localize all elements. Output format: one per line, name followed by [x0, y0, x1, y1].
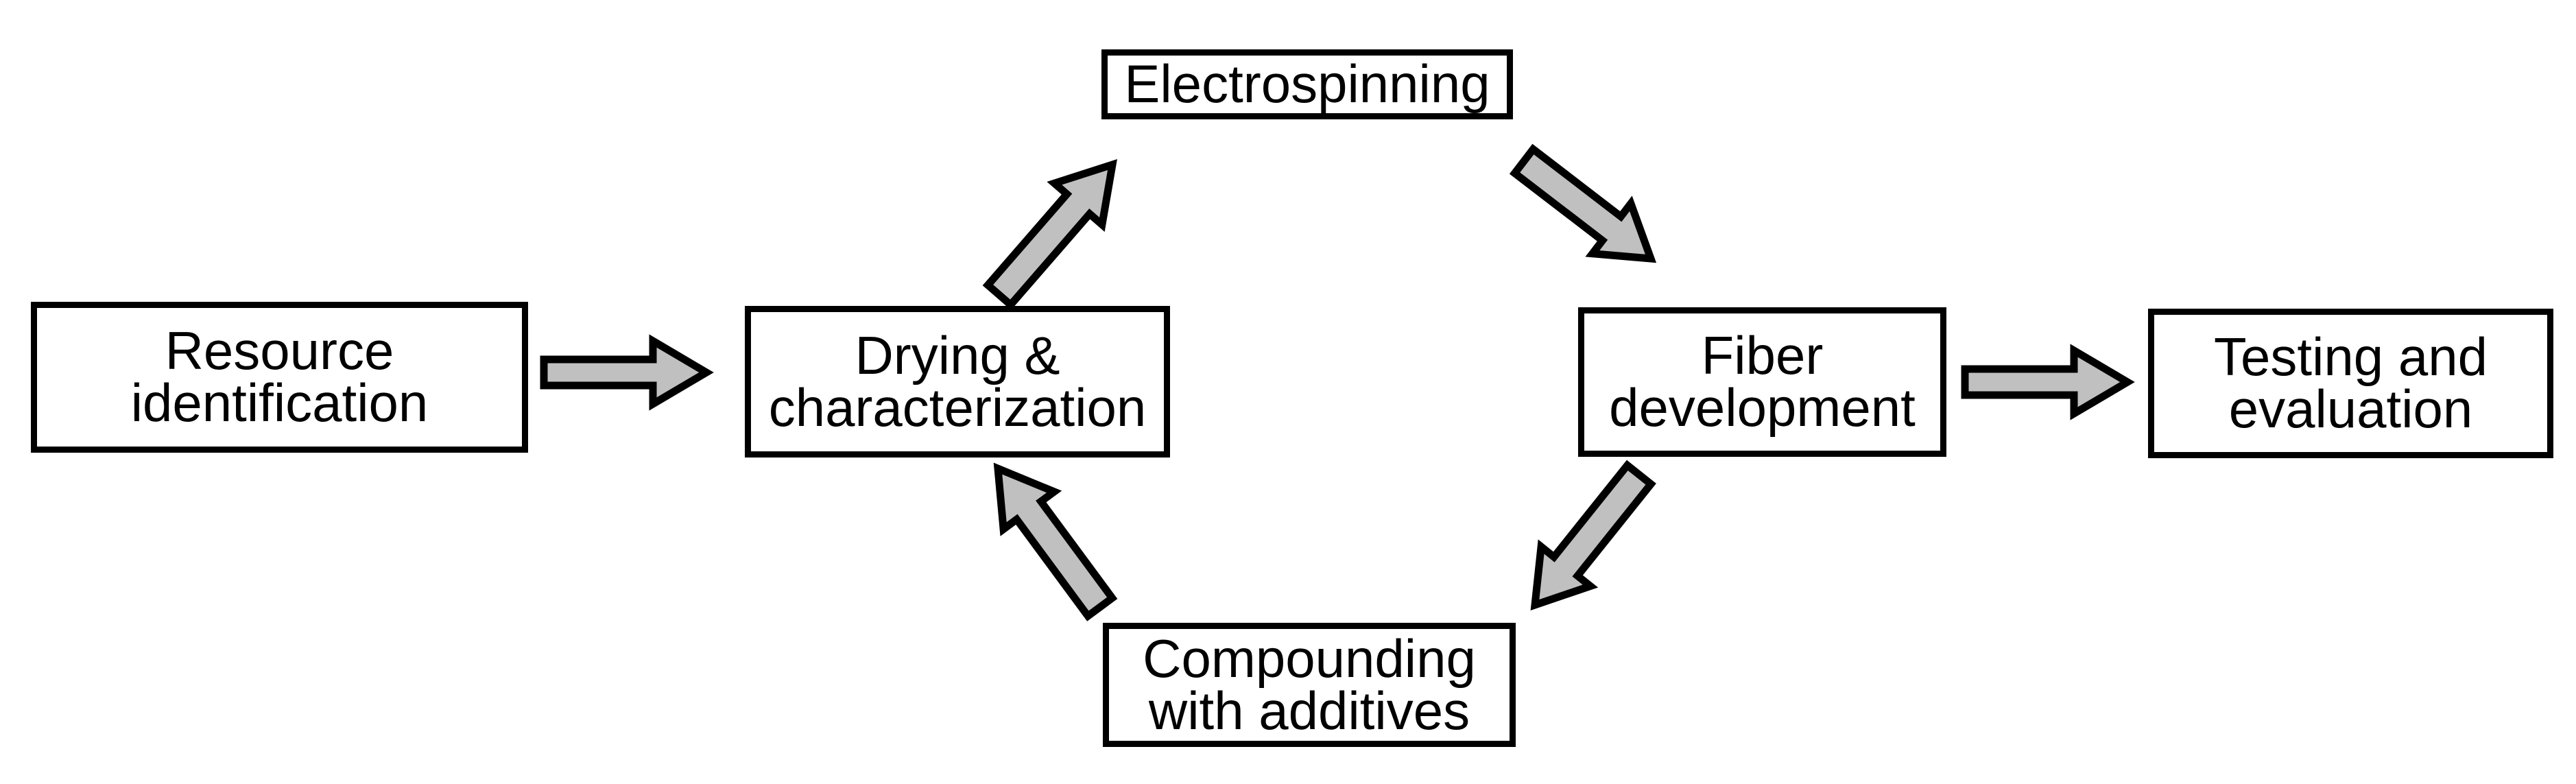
arrow-resource-to-drying	[540, 334, 714, 411]
arrow-fiber-to-testing	[1961, 344, 2135, 420]
node-label-resource-identification: Resource identification	[130, 320, 429, 433]
node-compounding-additives: Compounding with additives	[1103, 623, 1516, 747]
node-electrospinning: Electrospinning	[1101, 49, 1513, 119]
node-fiber-development: Fiber development	[1578, 307, 1946, 457]
arrow-drying-to-electrospinning	[982, 158, 1117, 311]
node-label-electrospinning: Electrospinning	[1124, 54, 1490, 115]
node-label-fiber-development: Fiber development	[1609, 325, 1916, 438]
arrow-fiber-to-compounding	[1530, 460, 1656, 610]
node-label-drying-characterization: Drying & characterization	[768, 324, 1147, 438]
node-label-testing-evaluation: Testing and evaluation	[2214, 326, 2488, 439]
node-drying-characterization: Drying & characterization	[745, 306, 1170, 458]
node-testing-evaluation: Testing and evaluation	[2148, 309, 2553, 458]
arrow-compounding-to-drying	[993, 462, 1118, 621]
node-resource-identification: Resource identification	[31, 302, 528, 453]
arrow-electrospinning-to-fiber	[1509, 143, 1657, 263]
node-label-compounding-additives: Compounding with additives	[1143, 628, 1476, 741]
